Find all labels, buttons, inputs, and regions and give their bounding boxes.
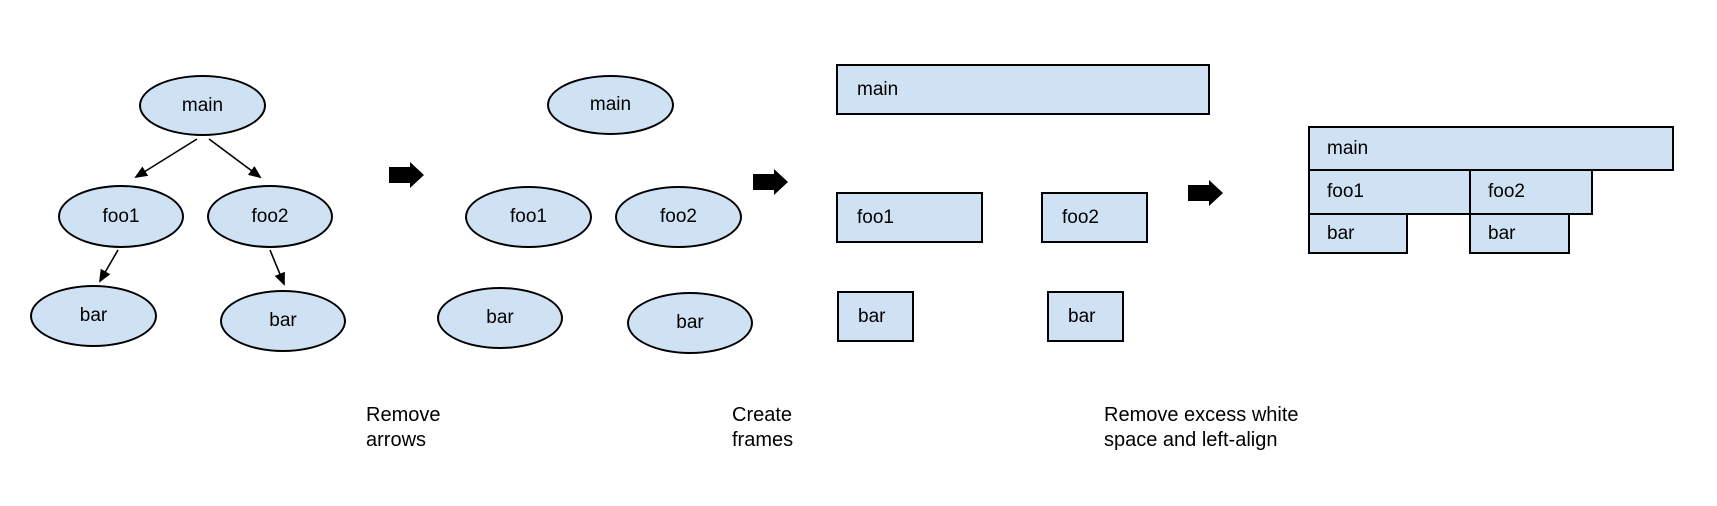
node-label: foo1 — [1327, 181, 1364, 202]
edge-main-foo2-arrow — [208, 138, 262, 179]
transition-arrow-1-icon — [389, 162, 424, 188]
caption-line: Remove excess white — [1104, 404, 1299, 426]
stage4-main-frame: main — [1308, 126, 1674, 171]
stage1-foo1-ellipse: foo1 — [58, 185, 184, 248]
node-label: bar — [1327, 222, 1355, 244]
stage1-bar2-ellipse: bar — [220, 290, 346, 352]
stage2-foo2-ellipse: foo2 — [615, 186, 742, 248]
edge-main-foo1-arrow — [134, 138, 198, 179]
node-label: bar — [1488, 222, 1516, 244]
node-label: bar — [676, 312, 704, 333]
stage4-foo2-frame: foo2 — [1469, 169, 1593, 215]
stage1-foo2-ellipse: foo2 — [207, 185, 333, 248]
stage2-foo1-ellipse: foo1 — [465, 186, 592, 248]
stage3-foo2-frame: foo2 — [1041, 192, 1148, 243]
node-label: foo1 — [102, 205, 140, 227]
edge-foo1-bar-arrow — [98, 249, 119, 283]
stage4-bar1-frame: bar — [1308, 213, 1408, 254]
caption-line: Remove — [366, 404, 441, 426]
caption-line: arrows — [366, 429, 427, 451]
stage2-main-ellipse: main — [547, 75, 674, 135]
node-label: foo2 — [251, 205, 289, 227]
transition-arrow-3-icon — [1188, 180, 1223, 206]
node-label: bar — [858, 305, 886, 327]
caption-line: space and left-align — [1104, 429, 1278, 451]
node-label: bar — [79, 305, 108, 326]
node-label: foo1 — [510, 206, 547, 227]
node-label: main — [1327, 137, 1369, 159]
caption-create-frames: Create frames — [732, 403, 793, 453]
caption-line: Create — [732, 404, 793, 426]
node-label: foo2 — [1488, 181, 1525, 202]
stage3-bar1-frame: bar — [837, 291, 914, 342]
node-label: bar — [1068, 305, 1096, 327]
node-label: foo2 — [1062, 206, 1099, 228]
stage2-bar1-ellipse: bar — [437, 287, 563, 349]
stage3-foo1-frame: foo1 — [836, 192, 983, 243]
transition-arrow-2-icon — [753, 169, 788, 195]
caption-line: frames — [732, 429, 794, 451]
stage3-bar2-frame: bar — [1047, 291, 1124, 342]
node-label: foo2 — [660, 206, 697, 227]
caption-remove-whitespace-left-align: Remove excess white space and left-align — [1104, 403, 1299, 453]
stage4-foo1-frame: foo1 — [1308, 169, 1471, 215]
node-label: foo1 — [857, 206, 894, 228]
edge-foo2-bar-arrow — [269, 249, 285, 286]
caption-remove-arrows: Remove arrows — [366, 403, 440, 453]
node-label: main — [857, 78, 899, 100]
node-label: main — [589, 94, 632, 115]
stage1-bar1-ellipse: bar — [30, 285, 157, 347]
node-label: bar — [269, 310, 297, 331]
stage3-main-frame: main — [836, 64, 1210, 115]
stage4-bar2-frame: bar — [1469, 213, 1570, 254]
node-label: main — [181, 94, 224, 116]
stage1-main-ellipse: main — [139, 75, 266, 136]
stage2-bar2-ellipse: bar — [627, 292, 753, 354]
node-label: bar — [486, 307, 514, 328]
